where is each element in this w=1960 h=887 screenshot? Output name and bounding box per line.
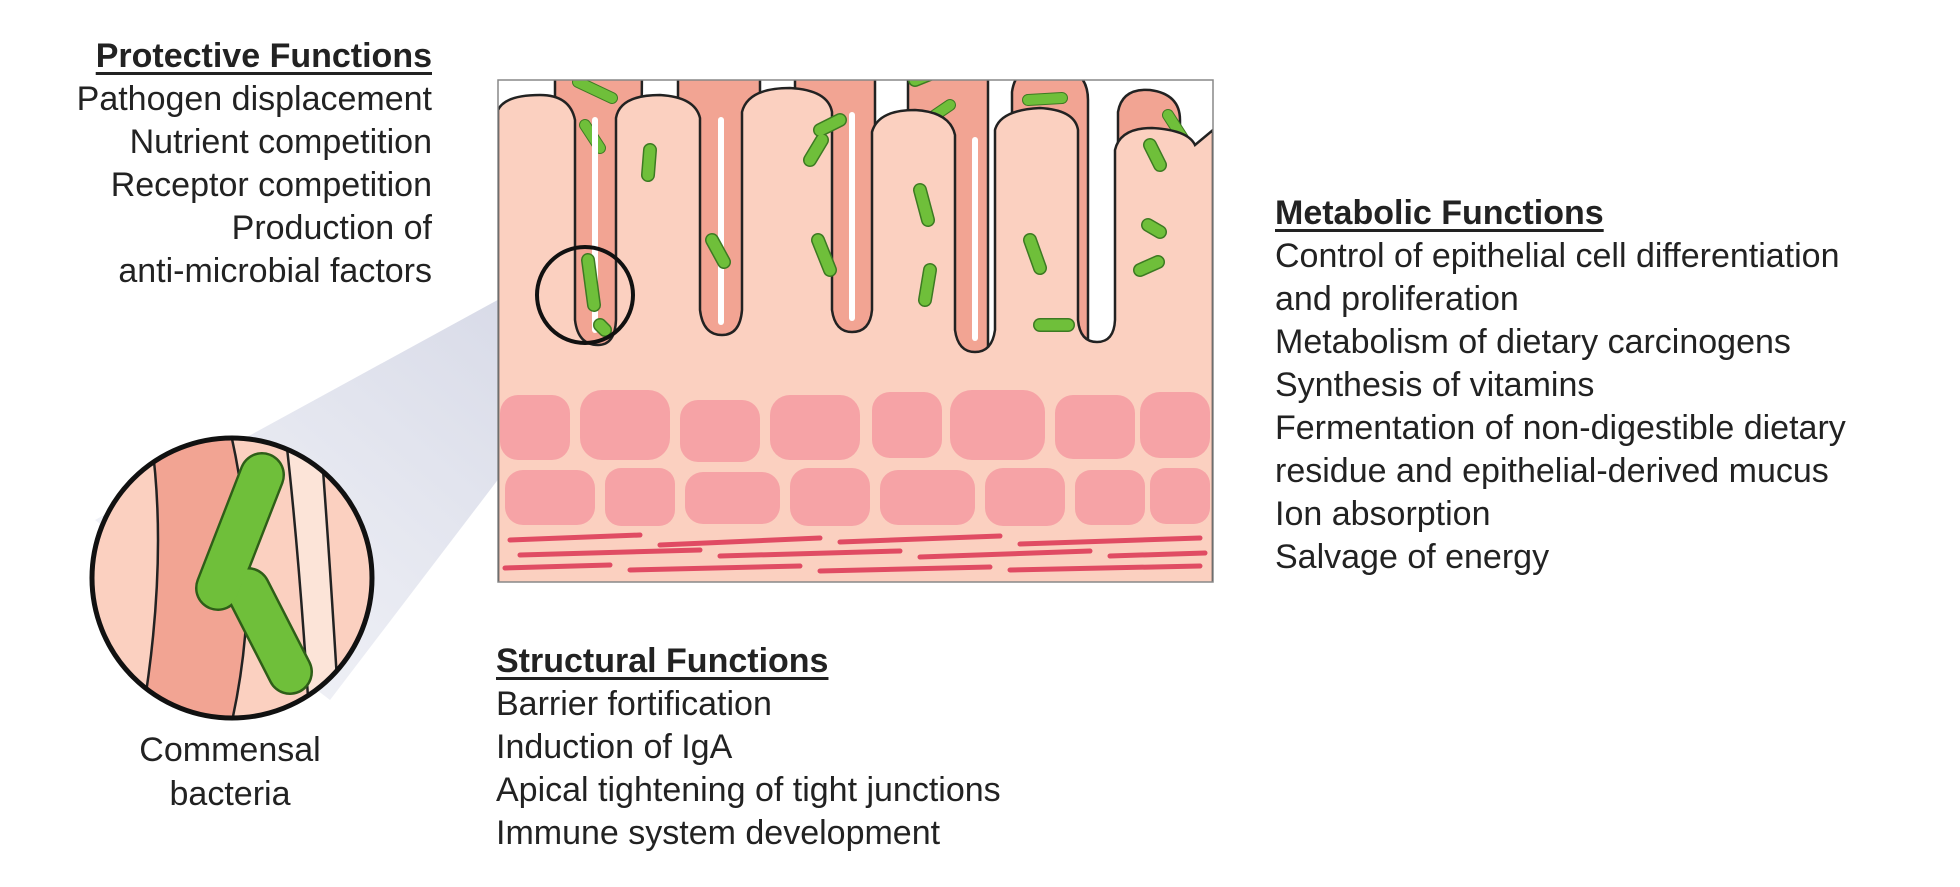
submucosa [500,390,1210,526]
inset-bacteria [195,452,313,695]
structural-heading: Structural Functions [496,642,829,680]
structural-line: Induction of IgA [496,728,733,766]
protective-line: anti-microbial factors [118,252,432,290]
metabolic-line: residue and epithelial-derived mucus [1275,452,1829,490]
protective-line: Pathogen displacement [76,80,432,118]
intestinal-tissue [498,80,1213,582]
structural-functions: Structural Functions Barrier fortificati… [496,640,1001,855]
inset-zoom [92,438,372,718]
metabolic-heading: Metabolic Functions [1275,194,1604,232]
structural-line: Immune system development [496,814,941,852]
metabolic-line: and proliferation [1275,280,1519,318]
protective-line: Nutrient competition [129,123,432,161]
magnify-marker [535,245,635,345]
metabolic-line: Salvage of energy [1275,538,1550,576]
crypt-lumens [592,112,1100,341]
inset-circle [89,435,375,721]
structural-line: Apical tightening of tight junctions [496,771,1001,809]
metabolic-line: Control of epithelial cell differentiati… [1275,237,1840,275]
metabolic-line: Synthesis of vitamins [1275,366,1595,404]
metabolic-line: Fermentation of non-digestible dietary [1275,409,1846,447]
muscle-layer [502,532,1208,574]
metabolic-line: Ion absorption [1275,495,1491,533]
structural-line: Barrier fortification [496,685,772,723]
tissue-border [497,79,1214,583]
metabolic-line: Metabolism of dietary carcinogens [1275,323,1791,361]
bacteria-between-villi [581,80,1167,337]
protective-functions: Protective Functions Pathogen displaceme… [0,35,432,293]
protective-heading: Protective Functions [95,37,432,75]
protective-line: Receptor competition [110,166,432,204]
metabolic-functions: Metabolic Functions Control of epithelia… [1275,192,1846,579]
inset-caption: Commensal bacteria [80,728,380,816]
caption-line: bacteria [169,775,291,813]
caption-line: Commensal [139,731,321,769]
protective-line: Production of [231,209,432,247]
